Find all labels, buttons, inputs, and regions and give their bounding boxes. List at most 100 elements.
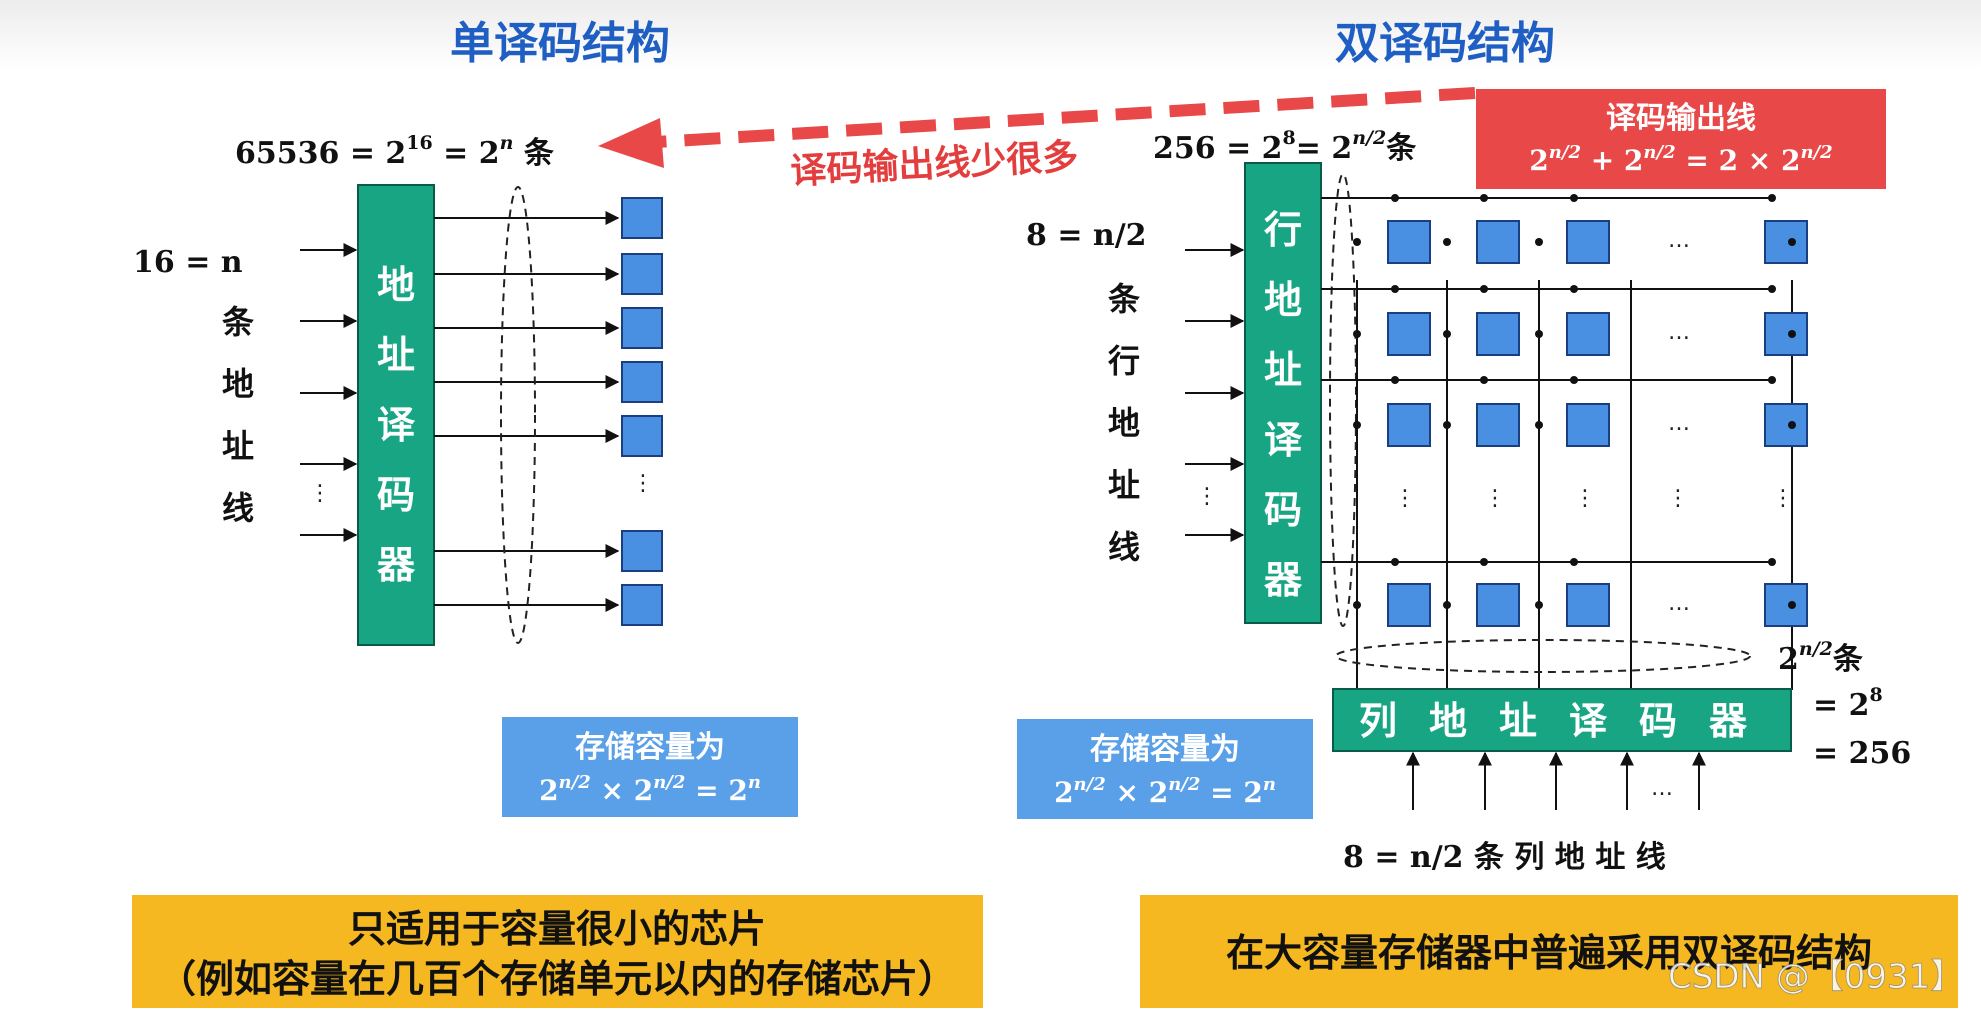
storage-cell	[1476, 583, 1520, 627]
left.input_label-char: 线	[222, 489, 254, 527]
storage-cell	[1764, 220, 1808, 264]
row-junction	[1570, 558, 1578, 566]
left-storage-cell	[621, 415, 663, 457]
right.row_decoder_chars-char: 行	[1264, 208, 1302, 252]
storage-cell	[1764, 312, 1808, 356]
svg-text:在大容量存储器中普遍采用双译码结构: 在大容量存储器中普遍采用双译码结构	[1226, 931, 1872, 975]
storage-cell	[1566, 220, 1610, 264]
left-output-count: 65536 = 216 = 2n 条	[235, 132, 554, 171]
matrix-vdots: ⋮	[1667, 486, 1689, 511]
storage-cell	[1764, 583, 1808, 627]
row-junction	[1480, 376, 1488, 384]
matrix-ellipsis: …	[1668, 320, 1690, 345]
watermark: CSDN @【0931】	[1668, 957, 1964, 997]
matrix-vdots: ⋮	[1574, 486, 1596, 511]
svg-text:存储容量为: 存储容量为	[575, 730, 725, 765]
row-junction	[1570, 194, 1578, 202]
row-junction	[1480, 558, 1488, 566]
row-junction	[1768, 376, 1776, 384]
column-address-decoder-label: 列地址译码器	[1359, 699, 1748, 743]
row-input-count: 8 = n/2	[1026, 218, 1147, 253]
left-output-ellipse	[500, 186, 536, 644]
column-junction	[1788, 330, 1796, 338]
svg-text:2n/2 × 2n/2 = 2n: 2n/2 × 2n/2 = 2n	[539, 772, 761, 807]
svg-text:只适用于容量很小的芯片: 只适用于容量很小的芯片	[348, 907, 766, 951]
column-output-ellipse	[1335, 639, 1751, 673]
row-junction	[1391, 194, 1399, 202]
row-junction	[1391, 376, 1399, 384]
right.row_decoder_chars-char: 器	[1264, 558, 1303, 602]
col-decoder-char: 地	[1429, 699, 1467, 743]
column-junction	[1353, 601, 1361, 609]
col-decoder-char: 列	[1359, 699, 1397, 743]
left-storage-cell	[621, 584, 663, 626]
right-output-count: 256 = 28= 2n/2条	[1153, 127, 1416, 166]
svg-text:= 256: = 256	[1813, 736, 1911, 771]
right.row_input_label-char: 行	[1108, 342, 1140, 380]
column-junction	[1353, 330, 1361, 338]
decoder-output-lines-box: 译码输出线 2n/2 + 2n/2 = 2 × 2n/2	[1476, 89, 1886, 189]
storage-cell	[1476, 220, 1520, 264]
column-junction	[1788, 421, 1796, 429]
row-address-decoder	[1244, 162, 1322, 624]
storage-cell	[1387, 583, 1431, 627]
left-storage-cell	[621, 253, 663, 295]
column-junction	[1443, 601, 1451, 609]
svg-text:= 28: = 28	[1813, 684, 1883, 723]
row-junction	[1391, 558, 1399, 566]
left-input-vdots: ⋮	[309, 481, 331, 506]
storage-cell	[1387, 220, 1431, 264]
column-junction	[1535, 238, 1543, 246]
storage-cell	[1387, 403, 1431, 447]
left.decoder_chars-char: 址	[377, 333, 415, 377]
left-decoder-output-lines	[434, 197, 663, 626]
column-input-arrows	[1406, 751, 1706, 810]
left-input-arrows	[300, 243, 358, 542]
left-capacity-box: 存储容量为 2n/2 × 2n/2 = 2n	[502, 717, 798, 817]
left.input_label-char: 条	[222, 303, 254, 341]
col-decoder-char: 译	[1569, 699, 1608, 743]
right.row_input_label-char: 址	[1108, 466, 1140, 504]
storage-cell	[1566, 312, 1610, 356]
matrix-ellipsis: …	[1668, 591, 1690, 616]
right-note-box: 在大容量存储器中普遍采用双译码结构	[1140, 895, 1958, 1008]
column-input-ellipsis: …	[1651, 776, 1673, 801]
left-storage-cell	[621, 307, 663, 349]
left-storage-cell	[621, 530, 663, 572]
left.decoder_chars-char: 地	[377, 263, 415, 307]
column-junction	[1535, 330, 1543, 338]
right-title: 双译码结构	[1335, 18, 1555, 69]
right.row_input_label-char: 线	[1108, 528, 1140, 566]
column-count-label: 2n/2条 = 28 = 256	[1778, 638, 1911, 771]
col-decoder-char: 址	[1499, 699, 1537, 743]
column-junction	[1788, 601, 1796, 609]
storage-cell	[1387, 312, 1431, 356]
column-junction	[1535, 421, 1543, 429]
matrix-vdots: ⋮	[1394, 486, 1416, 511]
left.decoder_chars-char: 译	[377, 403, 416, 447]
matrix-ellipsis: …	[1668, 411, 1690, 436]
column-junction	[1535, 601, 1543, 609]
row-input-arrows	[1185, 243, 1245, 542]
svg-text:存储容量为: 存储容量为	[1090, 732, 1240, 767]
svg-text:（例如容量在几百个存储单元以内的存储芯片）: （例如容量在几百个存储单元以内的存储芯片）	[158, 957, 956, 1001]
column-junction	[1788, 238, 1796, 246]
right.row_decoder_chars-char: 译	[1264, 418, 1303, 462]
column-junction	[1353, 421, 1361, 429]
row-junction	[1480, 285, 1488, 293]
row-junction	[1570, 376, 1578, 384]
left-cell-vdots: ⋮	[632, 471, 654, 496]
right.row_input_label-char: 地	[1108, 404, 1140, 442]
svg-text:译码输出线: 译码输出线	[1606, 101, 1756, 136]
matrix-vdots: ⋮	[1772, 486, 1794, 511]
right.row_decoder_chars-char: 地	[1264, 278, 1302, 322]
right.row_decoder_chars-char: 址	[1264, 348, 1302, 392]
row-junction	[1768, 194, 1776, 202]
svg-text:2n/2 + 2n/2 = 2 × 2n/2: 2n/2 + 2n/2 = 2 × 2n/2	[1529, 142, 1832, 177]
row-input-vdots: ⋮	[1196, 484, 1218, 509]
left-title: 单译码结构	[450, 18, 670, 69]
column-junction	[1353, 238, 1361, 246]
